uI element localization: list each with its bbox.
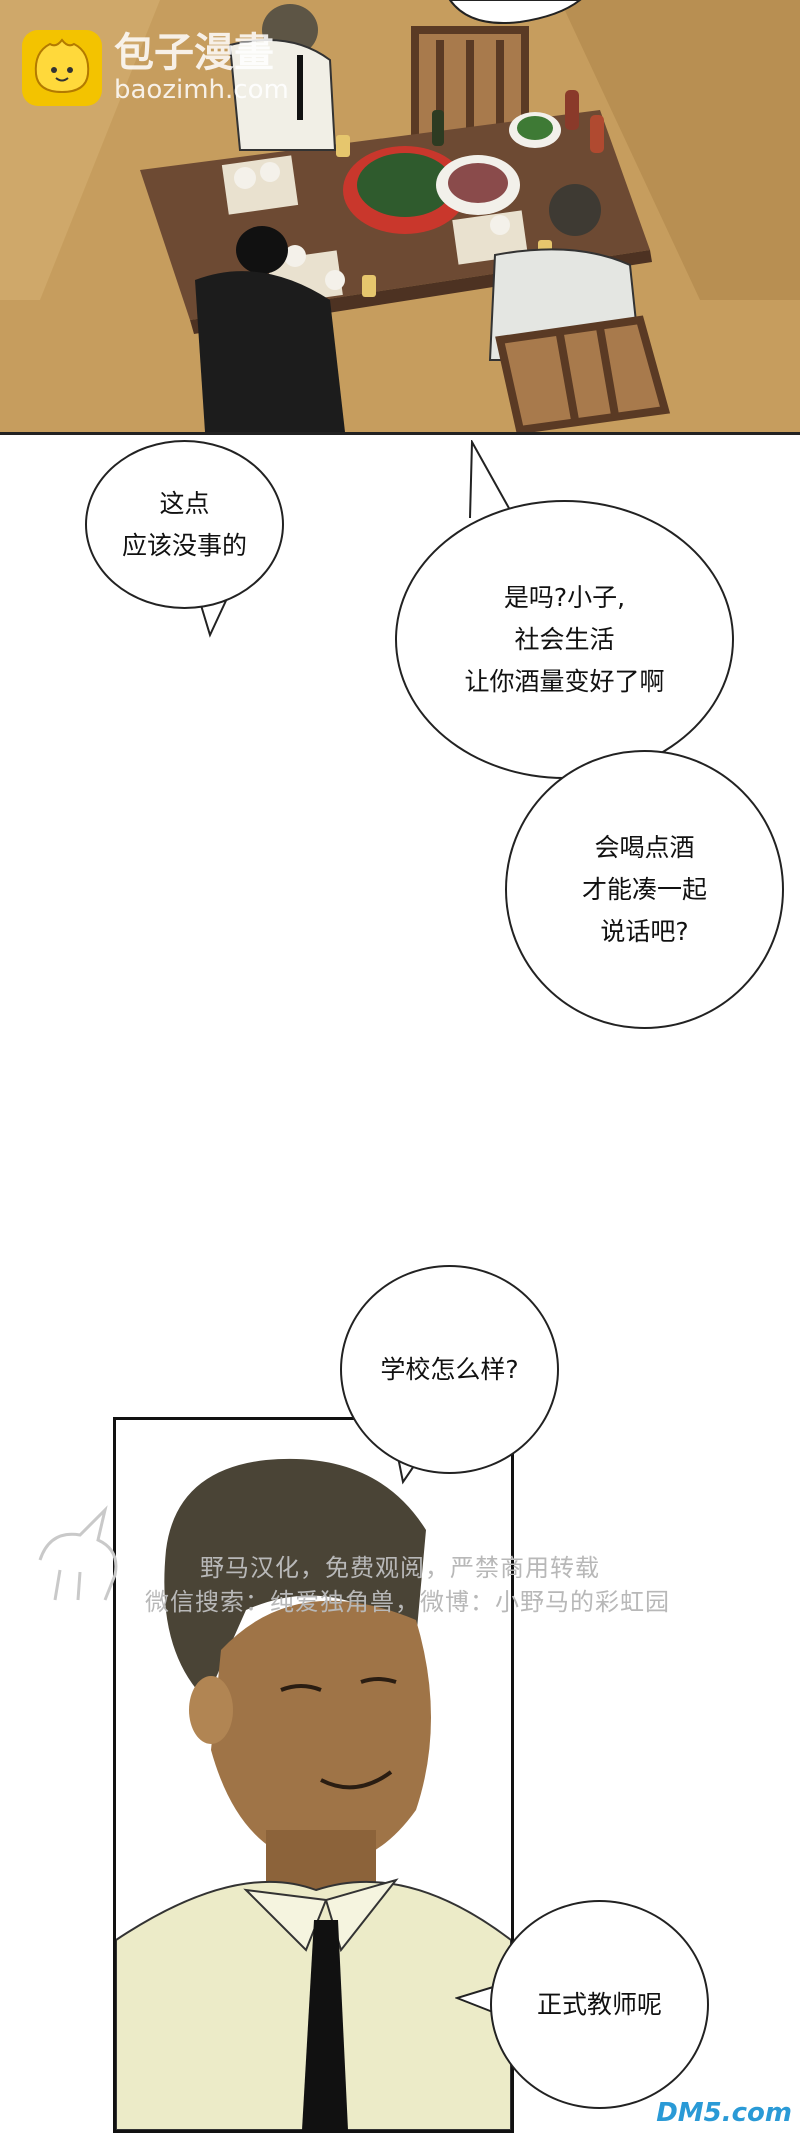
man-portrait-illustration <box>116 1458 511 2130</box>
speech-bubble-1: 这点 应该没事的 <box>85 440 284 609</box>
speech-bubble-5: 正式教师呢 <box>490 1900 709 2109</box>
speech-bubble-4: 学校怎么样? <box>340 1265 559 1474</box>
unicorn-watermark-icon <box>38 1505 118 1601</box>
watermark-line-1: 野马汉化，免费观阅，严禁商用转载 <box>200 1554 600 1582</box>
speech-text-4: 学校怎么样? <box>380 1354 519 1384</box>
bun-logo-icon <box>22 30 102 106</box>
person-top <box>228 4 337 151</box>
dinner-scene-illustration <box>0 0 800 432</box>
speech-bubble-2: 是吗?小子, 社会生活 让你酒量变好了啊 <box>395 500 734 779</box>
bubble-tail-2 <box>469 440 511 519</box>
speech-text-2: 是吗?小子, 社会生活 让你酒量变好了啊 <box>464 582 665 696</box>
watermark-line-2: 微信搜索：纯爱独角兽，微博：小野马的彩虹园 <box>145 1588 670 1616</box>
panel-dinner-scene: 包子漫畫 baozimh.com <box>0 0 800 435</box>
corner-watermark: DM5.com <box>656 2098 792 2128</box>
logo-url: baozimh.com <box>114 75 289 105</box>
logo-title: 包子漫畫 <box>114 30 274 76</box>
speech-text-3: 会喝点酒 才能凑一起 说话吧? <box>581 832 707 946</box>
site-logo: 包子漫畫 baozimh.com <box>22 30 289 106</box>
speech-text-5: 正式教师呢 <box>536 1989 662 2019</box>
speech-bubble-3: 会喝点酒 才能凑一起 说话吧? <box>505 750 784 1029</box>
speech-text-1: 这点 应该没事的 <box>121 488 247 560</box>
person-left <box>195 226 345 432</box>
chair-right <box>495 315 671 432</box>
panel-man-portrait <box>113 1417 514 2133</box>
